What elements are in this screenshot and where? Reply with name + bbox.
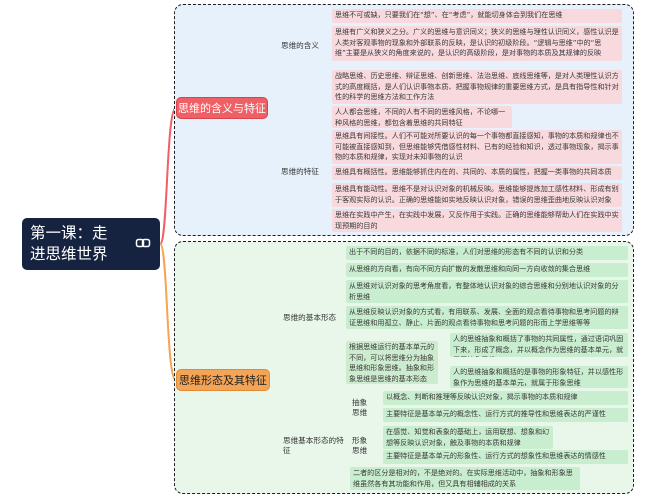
leaf-feature-1: 人人都会思维，不同的人有不同的思维风格，不论哪一种风格的思维，都包含着思维的共同… (332, 106, 512, 128)
leaf-basic-nested: 根据思维运行的基本单元的不同，可以将思维分为抽象思维和形象思维。抽象和形象思维是… (346, 341, 438, 384)
leaf-meaning-3: 战略思维、历史思维、辩证思维、创新思维、法治思维、底线思维等，是对人类理性认识方… (332, 70, 622, 104)
leaf-abstract-2: 主要特征是基本单元的概念性、运行方式的推导性和思维表达的严谨性 (383, 408, 628, 422)
image-label[interactable]: 形象思维 (352, 436, 368, 455)
leaf-image-def: 人的思维抽象和概括的是事物的形象特征，并以感性形象作为思维的基本单元，就属于形象… (450, 366, 628, 388)
root-title: 第一课：走进思维世界 (30, 224, 108, 263)
sub-feature-label[interactable]: 思维的特征 (281, 167, 319, 176)
leaf-meaning-1: 思维不可或缺，只要我们在“想”、在“考虑”，就能切身体会到我们在思维 (332, 9, 622, 23)
leaf-image-2: 主要特征是基本单元的形象性、运行方式的想象性和思维表达的情感性 (383, 450, 628, 464)
leaf-feature-5: 思维在实践中产生，在实践中发展，又反作用于实践。正确的思维能够帮助人们在实践中实… (332, 209, 622, 232)
leaf-basic-1: 出于不同的目的，依据不同的标准，人们对思维的形态有不同的认识和分类 (346, 246, 628, 260)
leaf-basic-2: 从思维的方向看，有向不同方向扩散的发散思维和向同一方向收敛的集合思维 (346, 263, 628, 277)
leaf-meaning-2: 思维有广义和狭义之分。广义的思维与意识同义；狭义的思维与理性认识同义，感性认识是… (332, 26, 622, 61)
root-node[interactable]: 第一课：走进思维世界 (22, 218, 160, 270)
branch-meaning[interactable]: 思维的含义与特征 (176, 97, 268, 119)
leaf-image-1: 在感觉、知觉和表象的基础上，运用联想、想象和幻想等反映认识对象，触及事物的本质和… (383, 426, 553, 449)
leaf-basic-4: 从思维反映认识对象的方式看，有用联系、发展、全面的观点看待事物和思考问题的辩证思… (346, 306, 628, 329)
leaf-feature-2: 思维具有间接性。人们不可能对所要认识的每一个事物都直接感知，事物的本质和规律也不… (332, 130, 622, 164)
link-icon[interactable] (135, 235, 151, 251)
sub-traits-label[interactable]: 思维基本形态的特征 (283, 436, 344, 455)
branch-forms[interactable]: 思维形态及其特征 (176, 369, 270, 391)
sub-basic-label[interactable]: 思维的基本形态 (283, 313, 337, 322)
abstract-label[interactable]: 抽象思维 (352, 398, 368, 417)
leaf-abstract-def: 人的思维抽象和概括了事物的共同属性，通过语词巩固下来，形成了概念，并以概念作为思… (450, 333, 628, 357)
leaf-abstract-1: 以概念、判断和推理等反映认识对象，揭示事物的本质和规律 (383, 391, 628, 405)
sub-meaning-label[interactable]: 思维的含义 (281, 41, 319, 50)
leaf-basic-3: 从思维对认识对象的思考角度看，有整体地认识对象的综合思维和分别地认识对象的分析思… (346, 280, 628, 303)
leaf-feature-4: 思维具有能动性。思维不是对认识对象的机械反映。思维能够提炼加工感性材料、形成有别… (332, 183, 622, 207)
leaf-traits-closing: 二者的区分是相对的，不是绝对的。在实际思维活动中，抽象和形象思维虽然各有其功能和… (350, 467, 580, 490)
leaf-feature-3: 思维具有概括性。思维能够抓住内在的、共同的、本质的属性，把握一类事物的共同本质 (332, 166, 622, 180)
